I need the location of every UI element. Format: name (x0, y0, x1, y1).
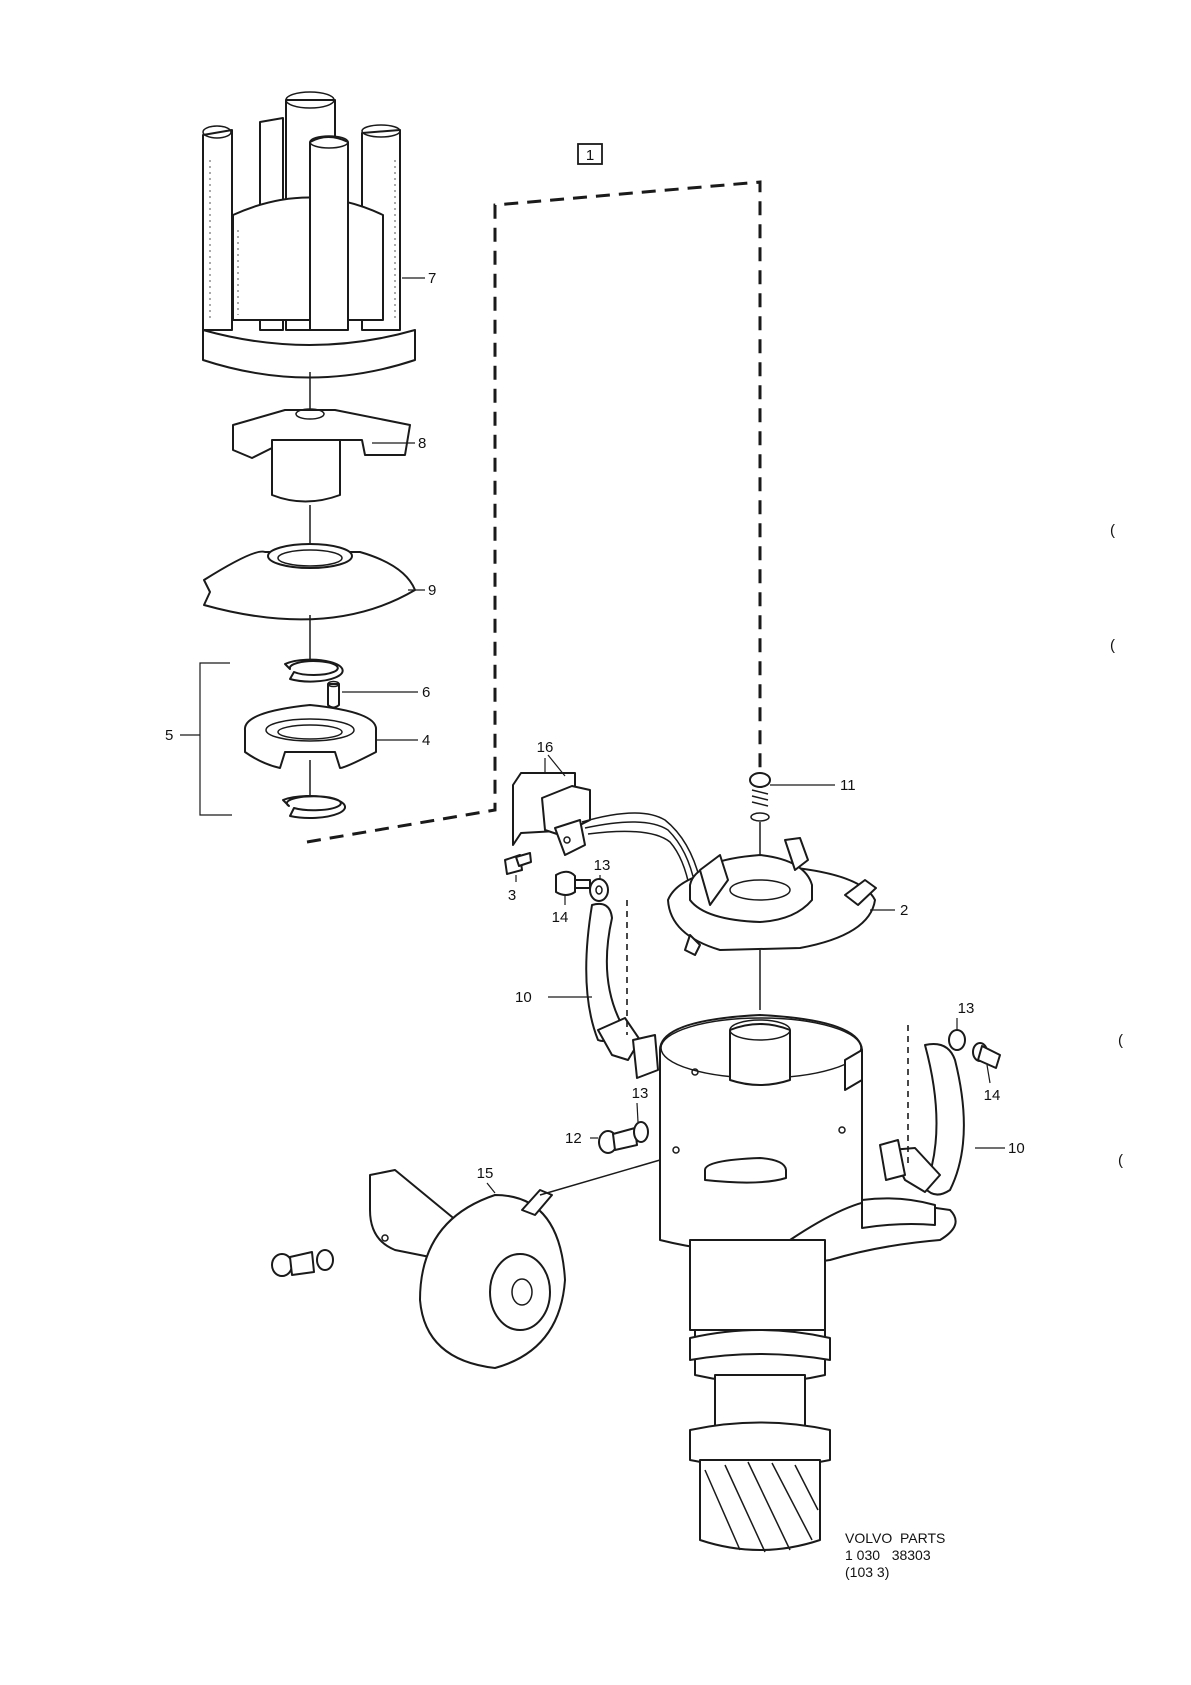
dust-cover (203, 543, 416, 621)
callout-13-right: 13 (958, 1000, 975, 1017)
callout-2: 2 (900, 902, 908, 919)
callout-6: 6 (422, 684, 430, 701)
callout-1: 1 (586, 147, 594, 164)
rotor-arm (232, 408, 411, 503)
callout-9: 9 (428, 582, 436, 599)
bearing-ring (244, 704, 378, 769)
lower-circlip (282, 794, 346, 819)
callout-7: 7 (428, 270, 436, 287)
spring-clip-right (879, 1043, 965, 1196)
callout-10-right: 10 (1008, 1140, 1025, 1157)
leader-lines (180, 277, 1005, 1194)
bracket-5 (199, 662, 232, 816)
callout-12: 12 (565, 1130, 582, 1147)
callout-labels: 7 8 9 6 4 5 16 11 2 3 14 13 10 13 12 13 … (165, 270, 1025, 1182)
wire-harness (581, 812, 701, 891)
callout-11: 11 (840, 777, 856, 794)
callout-5: 5 (165, 727, 173, 744)
callout-3: 3 (508, 887, 516, 904)
margin-mark-2: ( (1110, 637, 1115, 654)
callout-13-upper: 13 (594, 857, 611, 874)
callout-15: 15 (477, 1165, 494, 1182)
retaining-pin (327, 680, 340, 709)
screw-11 (749, 772, 771, 822)
reference-line-2: 1 030 38303 (845, 1547, 931, 1563)
screw-12 (598, 1127, 638, 1154)
washer-13-right (948, 1029, 966, 1051)
clip-bracket-left (632, 1034, 659, 1079)
callout-14-right: 14 (984, 1087, 1001, 1104)
washer-13-middle (633, 1121, 649, 1143)
margin-mark-3: ( (1118, 1032, 1123, 1049)
distributor-cap (202, 91, 416, 379)
connector-plug (512, 772, 591, 856)
upper-circlip (284, 658, 344, 683)
pickup-plate (667, 837, 877, 956)
callout-10-left: 10 (515, 989, 532, 1006)
callout-16: 16 (537, 739, 554, 756)
distributor-body (659, 1014, 957, 1553)
callout-8: 8 (418, 435, 426, 452)
margin-marks: ( ( ( ( (1110, 522, 1123, 1169)
screw-3 (504, 852, 532, 875)
callout-13-middle: 13 (632, 1085, 649, 1102)
callout-14-upper: 14 (552, 909, 569, 926)
screw-14-upper (555, 870, 591, 896)
callout-4: 4 (422, 732, 430, 749)
screw-14-right (972, 1042, 1001, 1069)
washer-13-upper (589, 878, 609, 902)
margin-mark-1: ( (1110, 522, 1115, 539)
group-1-bracket: 1 (306, 143, 762, 844)
reference-line-3: (103 3) (845, 1564, 889, 1580)
spring-clip-left (585, 902, 641, 1061)
reference-line-1: VOLVO PARTS (845, 1530, 945, 1546)
screw-vacuum (271, 1249, 334, 1277)
vacuum-unit (369, 1169, 566, 1369)
parts-reference: VOLVO PARTS 1 030 38303 (103 3) (845, 1530, 945, 1580)
margin-mark-4: ( (1118, 1152, 1123, 1169)
